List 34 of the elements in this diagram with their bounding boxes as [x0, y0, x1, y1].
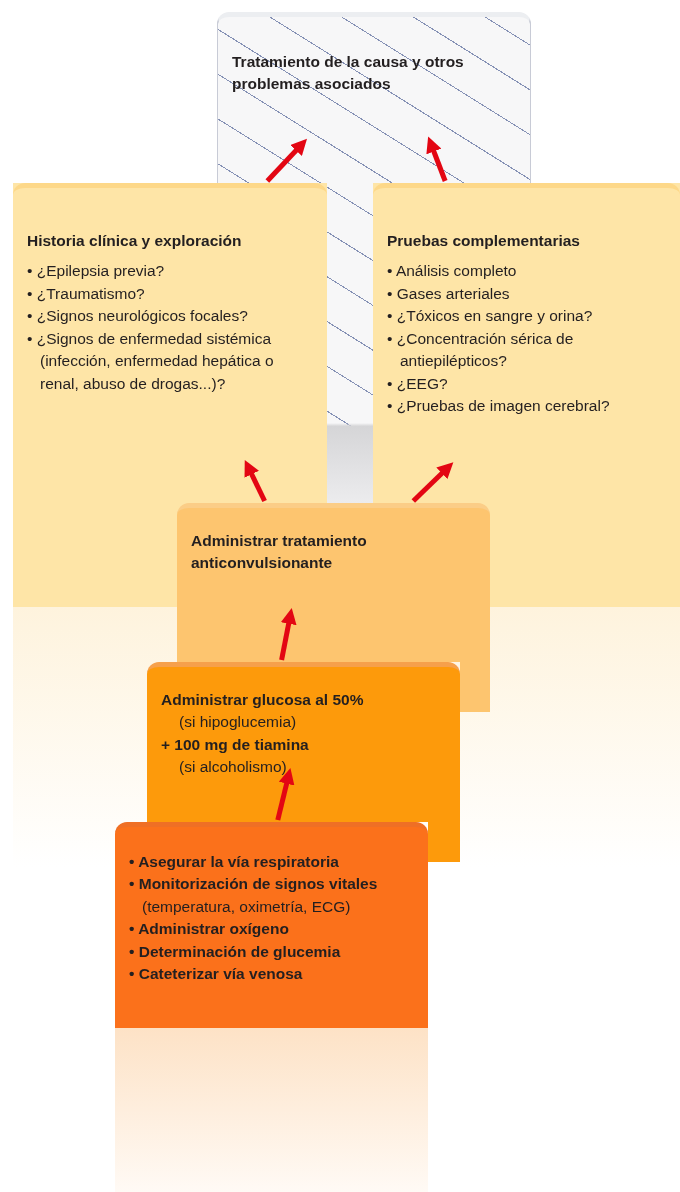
- arrow: [426, 136, 448, 182]
- process-box: [115, 822, 428, 1028]
- list-item: • Monitorización de signos vitales: [129, 874, 379, 895]
- hatched-box: [217, 12, 531, 183]
- list-item: • ¿Epilepsia previa?: [27, 261, 166, 282]
- arrow: [275, 768, 295, 821]
- note-text: (si hipoglucemia): [178, 712, 298, 733]
- list-item: • ¿EEG?: [387, 373, 449, 394]
- list-item: • Gases arteriales: [387, 283, 511, 304]
- list-item: • ¿Concentración sérica de antiepilépticos?: [387, 328, 575, 372]
- heading: Administrar tratamiento anticonvulsionante: [191, 531, 368, 574]
- arrow: [279, 608, 297, 661]
- arrow: [411, 462, 454, 503]
- heading: Historia clínica y exploración: [27, 231, 243, 251]
- heading: + 100 mg de tiamina: [161, 734, 310, 755]
- heading: Administrar glucosa al 50%: [161, 690, 365, 710]
- heading: Pruebas complementarias: [387, 231, 581, 251]
- heading: Tratamiento de la causa y otros problemas asociados: [232, 52, 465, 95]
- list-item: • Administrar oxígeno: [129, 919, 290, 940]
- note-text: (temperatura, oximetría, ECG): [141, 896, 352, 917]
- arrow: [244, 459, 267, 503]
- list-item: • Asegurar la vía respiratoria: [129, 852, 340, 872]
- list-item: • ¿Signos de enfermedad sistémica (infección, enfermedad hepática o renal, abuso de drogas...)?: [27, 328, 275, 394]
- list-item: • ¿Signos neurológicos focales?: [27, 306, 249, 327]
- list-item: • ¿Tóxicos en sangre y orina?: [387, 306, 594, 327]
- list-item: • Determinación de glucemia: [129, 941, 342, 962]
- arrow: [265, 138, 307, 183]
- process-box: [147, 662, 460, 822]
- list-item: • Cateterizar vía venosa: [129, 964, 304, 985]
- list-item: • ¿Traumatismo?: [27, 283, 146, 304]
- list-item: • Análisis completo: [387, 261, 518, 282]
- note-text: (si alcoholismo): [178, 757, 288, 778]
- process-box: [177, 503, 490, 662]
- list-item: • ¿Pruebas de imagen cerebral?: [387, 396, 611, 417]
